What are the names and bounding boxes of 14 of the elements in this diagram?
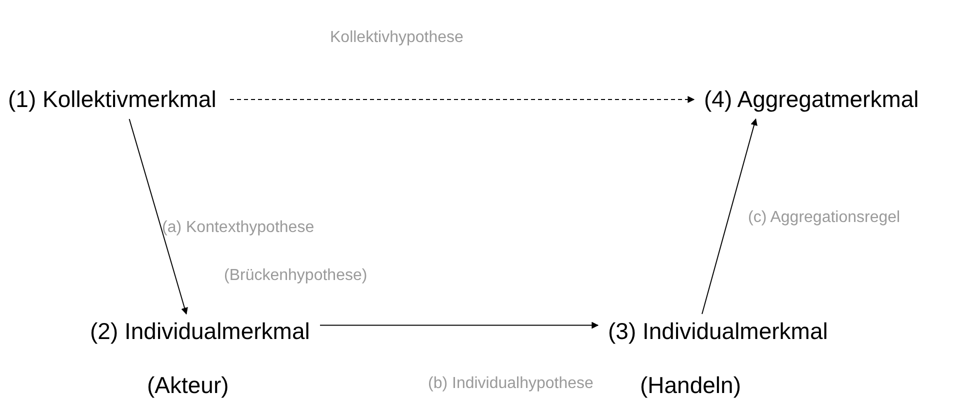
edge-label: (c) Aggregationsregel (748, 208, 900, 228)
edge-label: Kollektivhypothese (330, 28, 464, 48)
node-caption: (Akteur) (147, 372, 229, 399)
node-label: (3) Individualmerkmal (608, 318, 828, 345)
edge-label: (b) Individualhypothese (428, 374, 594, 394)
edge-label: (a) Kontexthypothese (Brückenhypothese) (162, 218, 368, 286)
node-label: (2) Individualmerkmal (90, 318, 310, 345)
node-caption: (Handeln) (640, 372, 741, 399)
arrow (702, 118, 758, 314)
node-label: (1) Kollektivmerkmal (8, 86, 216, 113)
arrow (128, 118, 188, 315)
arrow (320, 322, 599, 329)
arrow (230, 96, 695, 103)
node-label: (4) Aggregatmerkmal (704, 86, 919, 113)
